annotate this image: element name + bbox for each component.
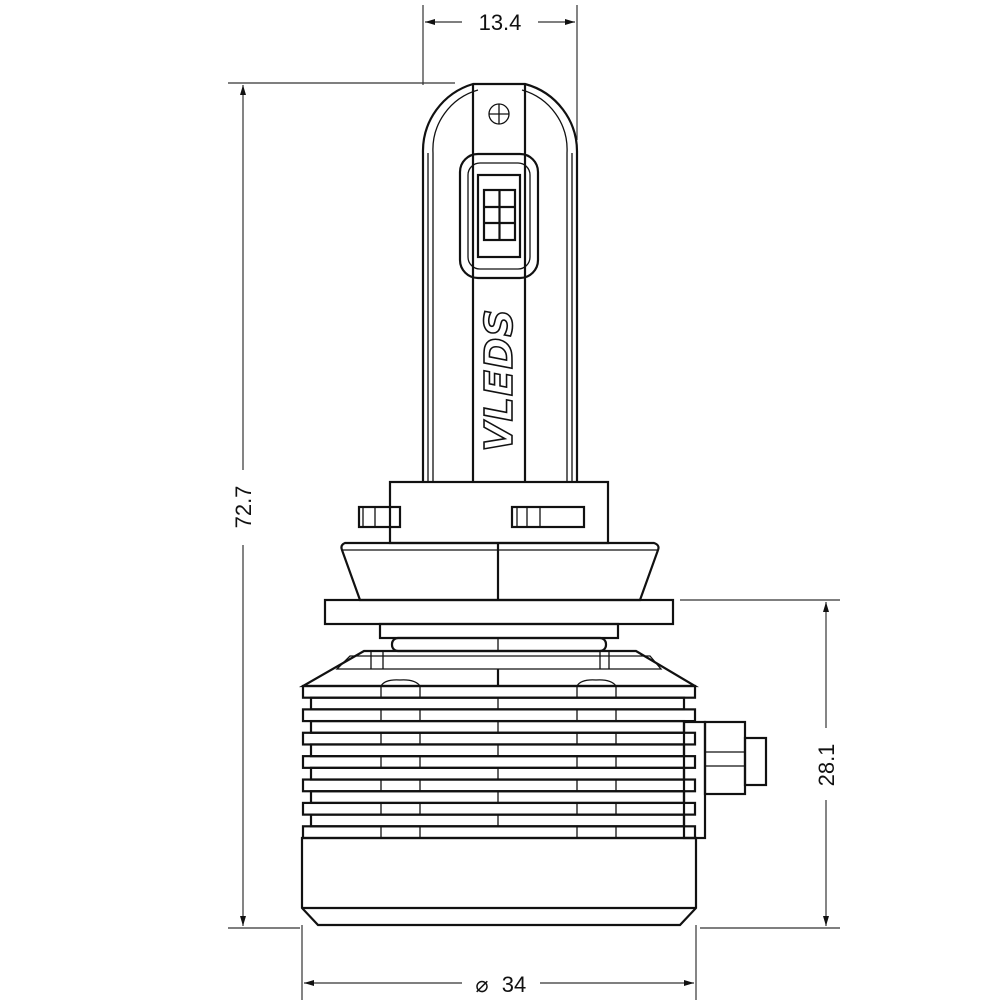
overall-height-label: 72.7 bbox=[231, 486, 256, 529]
locking-tab-left bbox=[357, 505, 402, 529]
bulb-base bbox=[323, 480, 675, 653]
heatsink-fin bbox=[301, 825, 697, 840]
dimension-diameter: ⌀ 34 bbox=[301, 925, 697, 1000]
heatsink-fin bbox=[301, 731, 697, 746]
heatsink-fin bbox=[301, 684, 697, 699]
dimension-overall-height: 72.7 bbox=[228, 82, 455, 929]
diameter-label: 34 bbox=[502, 972, 526, 997]
diameter-symbol: ⌀ bbox=[475, 972, 488, 997]
led-stem: VLEDS bbox=[421, 82, 579, 483]
heatsink bbox=[298, 649, 700, 840]
side-connector bbox=[682, 720, 768, 840]
stem-width-label: 13.4 bbox=[479, 10, 522, 35]
heatsink-fin bbox=[301, 778, 697, 793]
heatsink-fin bbox=[301, 708, 697, 723]
led-chip bbox=[458, 152, 540, 280]
heatsink-fin bbox=[301, 755, 697, 769]
mounting-hole-icon bbox=[488, 103, 510, 125]
base-height-label: 28.1 bbox=[814, 744, 839, 787]
brand-logo: VLEDS bbox=[477, 308, 521, 452]
dimension-base-height: 28.1 bbox=[680, 599, 840, 929]
dimension-stem-width: 13.4 bbox=[422, 5, 578, 140]
locking-tab-right bbox=[510, 505, 586, 529]
bulb-bottom-body bbox=[300, 836, 698, 927]
heatsink-fin bbox=[301, 801, 697, 816]
